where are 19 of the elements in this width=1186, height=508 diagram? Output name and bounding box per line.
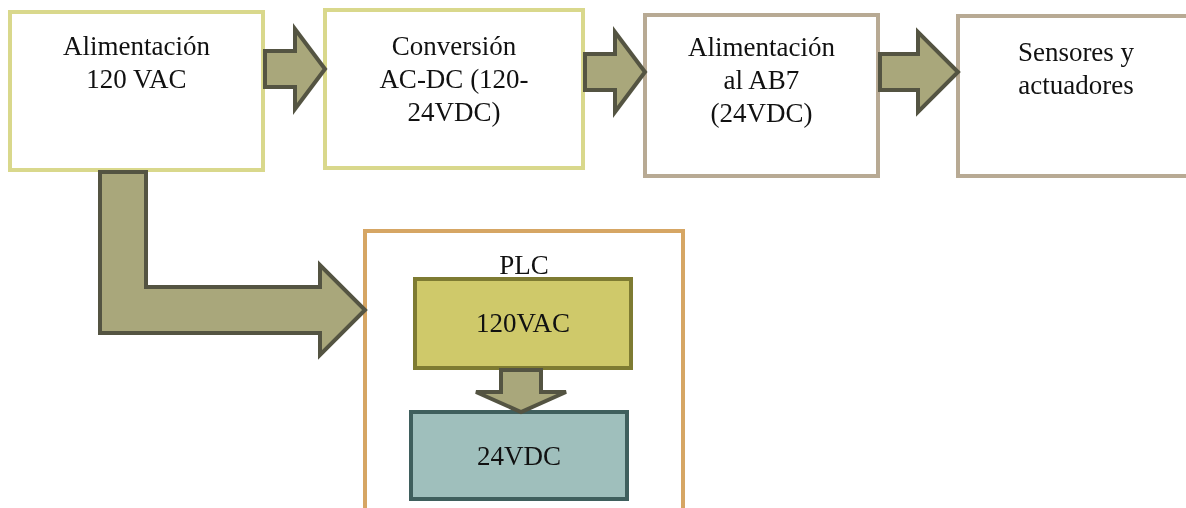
- block-arrow: [474, 368, 568, 415]
- box-label: Alimentación 120 VAC: [62, 30, 211, 96]
- box-label: Alimentación al AB7 (24VDC): [687, 31, 836, 130]
- box-label: Sensores y actuadores: [1016, 36, 1136, 102]
- box-label: Conversión AC-DC (120-24VDC): [378, 30, 530, 129]
- box-label: 120VAC: [475, 307, 571, 340]
- process-box: [643, 13, 880, 178]
- block-arrow: [583, 26, 648, 118]
- group-heading: PLC: [498, 249, 550, 282]
- process-box: [8, 10, 265, 172]
- process-box: [413, 277, 633, 370]
- block-arrow: [878, 27, 961, 117]
- process-box: [323, 8, 585, 170]
- process-box: [956, 14, 1186, 178]
- box-label: 24VDC: [476, 440, 562, 473]
- block-arrow: [98, 170, 368, 360]
- block-arrow: [263, 23, 328, 115]
- process-box: [409, 410, 629, 501]
- container-box: [363, 229, 685, 508]
